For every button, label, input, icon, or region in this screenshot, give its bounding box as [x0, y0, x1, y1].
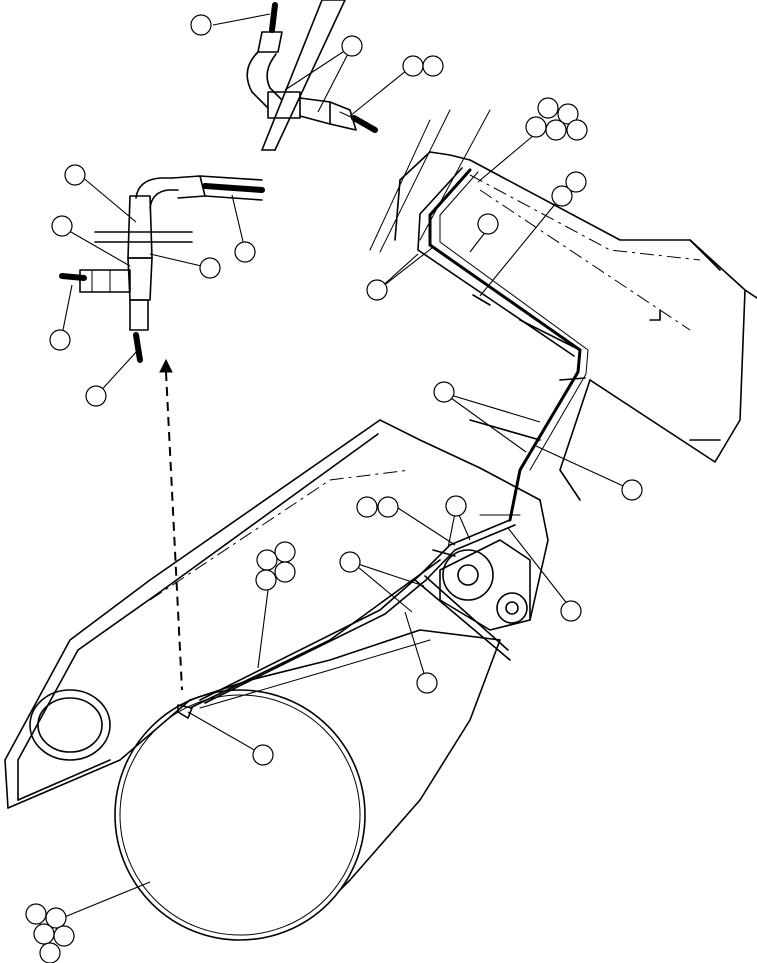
callout-balloon	[537, 97, 559, 119]
callout-balloon	[433, 381, 455, 403]
callout-balloon	[199, 257, 221, 279]
callout-balloon	[53, 925, 75, 947]
callout-balloon	[477, 213, 499, 235]
callout-balloon	[33, 923, 55, 945]
callout-balloon	[274, 561, 296, 583]
callout-balloon	[190, 14, 212, 36]
upper-boom-structure	[369, 109, 757, 501]
callout-balloon	[39, 942, 61, 963]
callout-leaders	[60, 13, 633, 919]
callout-balloon	[560, 600, 582, 622]
pulley-assembly	[439, 539, 531, 631]
callout-balloon	[341, 35, 363, 57]
callout-balloon	[545, 119, 567, 141]
callout-balloon	[25, 903, 47, 925]
callout-balloon	[416, 672, 438, 694]
callout-balloon	[557, 103, 579, 125]
callout-balloon	[377, 496, 399, 518]
callout-balloon	[49, 329, 71, 351]
callout-balloon	[565, 171, 587, 193]
callout-balloon	[422, 55, 444, 77]
callout-balloons	[25, 14, 643, 963]
tee-fitting-detail	[59, 175, 265, 363]
callout-balloon	[621, 479, 643, 501]
hydraulic-hose-routing	[177, 167, 589, 719]
callout-balloon	[356, 496, 378, 518]
callout-balloon	[234, 241, 256, 263]
top-elbow-fitting-detail	[246, 0, 378, 151]
rear-pivot-boss	[29, 689, 111, 761]
callout-balloon	[274, 541, 296, 563]
callout-balloon	[64, 164, 86, 186]
callout-balloon	[566, 119, 588, 141]
callout-balloon	[402, 55, 424, 77]
callout-balloon	[256, 549, 278, 571]
callout-balloon	[366, 279, 388, 301]
callout-balloon	[85, 385, 107, 407]
callout-balloon	[339, 551, 361, 573]
callout-balloon	[255, 569, 277, 591]
callout-balloon	[445, 495, 467, 517]
loader-frame-outline	[4, 419, 549, 891]
callout-balloon	[51, 215, 73, 237]
main-drum	[114, 689, 366, 941]
callout-balloon	[551, 185, 573, 207]
callout-balloon	[252, 744, 274, 766]
callout-balloon	[525, 116, 547, 138]
detail-reference-arrow	[159, 358, 183, 691]
callout-balloon	[45, 907, 67, 929]
